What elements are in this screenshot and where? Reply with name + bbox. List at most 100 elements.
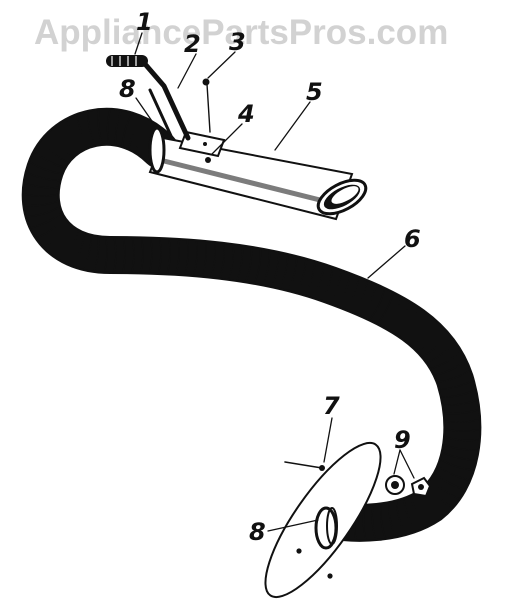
hose-rib — [369, 288, 386, 320]
flexible-hose — [21, 107, 482, 542]
hose-rib — [440, 459, 474, 471]
callout-5: 5 — [306, 78, 323, 106]
hose-rib — [192, 241, 198, 276]
hose-rib — [184, 240, 189, 275]
hose-rib — [337, 274, 351, 307]
plate-fasteners — [385, 475, 432, 498]
hose-rib — [52, 227, 74, 256]
callout-labels: 1 2 3 4 5 6 7 8 8 9 — [119, 8, 421, 546]
hose-rib — [122, 237, 126, 273]
hose-rib — [434, 472, 465, 491]
hose-rib — [236, 246, 244, 281]
hose-rib — [312, 264, 325, 298]
hose-rib — [26, 206, 60, 218]
hose-rib — [439, 379, 474, 391]
hose-rib — [29, 161, 62, 175]
hose-rib — [140, 238, 144, 273]
bracket-nut — [205, 157, 211, 163]
hose-rib — [287, 257, 298, 291]
hose-rib — [304, 262, 316, 296]
hose-rib — [445, 428, 480, 432]
hose-rib — [417, 326, 443, 352]
hose-rib — [30, 212, 62, 229]
hose-rib — [43, 223, 69, 248]
hose-rib — [410, 496, 426, 528]
hose-rib — [128, 116, 143, 149]
hose-rib — [175, 239, 180, 275]
hose-rib — [227, 245, 235, 280]
hose-rib — [262, 251, 271, 285]
hose-rib — [106, 109, 111, 144]
hose-rib — [437, 369, 471, 383]
callout-8-collar: 8 — [249, 518, 266, 546]
hose-rib — [411, 319, 435, 347]
handle-grip — [106, 55, 148, 67]
hose-rib — [371, 505, 377, 540]
hose-rib — [34, 151, 65, 169]
hose-rib — [26, 171, 60, 182]
hose-rib — [82, 235, 92, 270]
hose-rib — [166, 239, 171, 274]
hose-rib — [353, 281, 369, 313]
hose-rib — [114, 110, 122, 145]
hose-rib — [210, 242, 216, 277]
plate-screw-hole — [319, 465, 325, 471]
hose-rib — [434, 360, 467, 376]
hose-rib — [443, 444, 478, 451]
hose-rib — [329, 270, 343, 304]
hose-rib — [361, 284, 377, 317]
hose-rib — [398, 307, 419, 337]
hose-rib — [405, 313, 427, 342]
callout-1: 1 — [136, 8, 153, 36]
hose-rib — [62, 230, 80, 262]
hose-rib — [377, 292, 394, 324]
hose-rib — [40, 141, 69, 163]
handle-screw — [202, 78, 211, 133]
hose-rib — [431, 351, 462, 370]
hose-rib — [444, 436, 479, 442]
handle-assembly — [106, 55, 191, 141]
exhaust-tube — [148, 126, 368, 221]
hose-rib — [391, 302, 411, 332]
plate-screw-hole — [296, 548, 302, 554]
hose-rib — [157, 238, 162, 274]
callout-4: 4 — [237, 100, 255, 128]
hose-rib — [443, 399, 478, 407]
hose-rib — [403, 498, 416, 532]
hose-rib — [279, 255, 289, 289]
plate-screw-hole — [327, 573, 333, 579]
hose-rib — [270, 252, 280, 287]
hose-rib — [76, 115, 90, 148]
hose-rib — [24, 182, 59, 189]
hose-rib — [23, 193, 58, 197]
hose-rib — [384, 297, 403, 328]
hose-rib — [131, 238, 135, 273]
hose-rib — [444, 409, 479, 415]
callout-8-clamp: 8 — [119, 75, 136, 103]
callout-2: 2 — [184, 30, 201, 58]
hose-rib — [148, 238, 153, 273]
hose-rib — [380, 504, 387, 539]
tube-bracket — [178, 130, 226, 163]
hose-rib — [430, 478, 460, 500]
hose-rib — [437, 466, 470, 481]
callout-7: 7 — [323, 392, 340, 420]
hose-rib — [24, 200, 59, 207]
hose-rib — [72, 233, 86, 267]
hose-rib — [93, 237, 100, 272]
hose-rib — [36, 218, 65, 239]
hose-rib — [121, 113, 133, 147]
hose-rib — [426, 342, 456, 364]
hose-rib — [245, 247, 253, 282]
hose-rib — [422, 334, 450, 358]
hose-rib — [362, 505, 367, 540]
hose-rib — [345, 277, 360, 310]
leader-lines — [134, 32, 415, 532]
hose-rib — [97, 110, 103, 145]
callout-6: 6 — [404, 225, 421, 253]
hose-rib — [445, 418, 480, 423]
hose-rib — [134, 121, 153, 153]
hose-rib — [86, 111, 96, 146]
